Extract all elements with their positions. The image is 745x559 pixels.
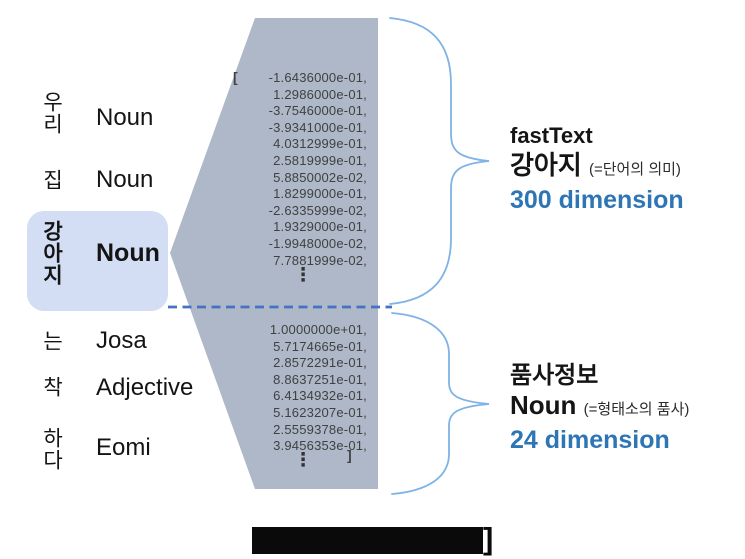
fasttext-dimension: 300 dimension: [510, 186, 684, 214]
vector-close-bracket: ]: [347, 447, 352, 463]
highlight-box: [27, 211, 168, 311]
pos-word-text: Noun: [510, 390, 577, 420]
vector-value: 2.5559378e-01,: [273, 421, 367, 437]
vector-value: 5.8850002e-02,: [273, 169, 367, 185]
vector-value: -3.7546000e-01,: [268, 103, 367, 119]
fasttext-word: 강아지 (=단어의 의미): [510, 149, 684, 186]
pos-vector-values: 1.0000000e+01,5.7174665e-01,2.8572291e-0…: [230, 322, 367, 455]
pos-brace: [391, 312, 490, 495]
korean-word: 우리: [40, 91, 63, 135]
korean-word-highlighted: 강아지: [40, 220, 63, 286]
vector-value: 3.9456353e-01,: [273, 438, 367, 454]
funnel-shape: [170, 18, 378, 489]
vector-open-bracket: [: [233, 69, 238, 85]
fasttext-title: fastText: [510, 123, 593, 148]
vector-value: 8.8637251e-01,: [273, 371, 367, 387]
fasttext-label: fastText 강아지 (=단어의 의미) 300 dimension: [510, 122, 684, 215]
vector-value: 1.8299000e-01,: [273, 186, 367, 202]
pos-word: Noun (=형태소의 품사): [510, 389, 689, 426]
vector-value: -1.6436000e-01,: [268, 70, 367, 85]
korean-word: 착: [40, 376, 63, 398]
vector-value: 1.9329000e-01,: [273, 219, 367, 235]
vector-value: 2.5819999e-01,: [273, 152, 367, 168]
redacted-caption-box: [252, 527, 483, 554]
fasttext-brace: [389, 17, 490, 305]
korean-word: 는: [40, 330, 63, 352]
ellipsis-bottom: ⋮: [293, 449, 313, 471]
fasttext-note: (=단어의 의미): [589, 161, 681, 178]
vector-value: 4.0312999e-01,: [273, 136, 367, 152]
pos-tag: Josa: [96, 327, 147, 354]
vector-value: -2.6335999e-02,: [268, 202, 367, 218]
vector-value: 7.7881999e-02,: [273, 252, 367, 268]
vector-value: 5.7174665e-01,: [273, 338, 367, 354]
vector-value: -3.9341000e-01,: [268, 119, 367, 135]
pos-tag: Noun: [96, 166, 154, 193]
vector-value: 1.0000000e+01,: [269, 322, 367, 337]
pos-tag: Eomi: [96, 434, 151, 461]
pos-tag: Adjective: [96, 374, 194, 401]
vector-value: 2.8572291e-01,: [273, 355, 367, 371]
pos-label: 품사정보 Noun (=형태소의 품사) 24 dimension: [510, 362, 689, 455]
korean-word: 집: [40, 169, 63, 191]
pos-dimension: 24 dimension: [510, 426, 670, 454]
korean-word: 하다: [40, 427, 63, 471]
pos-tag-highlighted: Noun: [96, 239, 160, 267]
pos-note: (=형태소의 품사): [583, 401, 690, 418]
vector-value: 6.4134932e-01,: [273, 388, 367, 404]
pos-title: 품사정보: [510, 362, 599, 389]
ellipsis-top: ⋮: [293, 264, 313, 286]
caption-close-bracket: ]: [483, 521, 494, 556]
vector-value: 5.1623207e-01,: [273, 404, 367, 420]
fasttext-vector-values: -1.6436000e-01,1.2986000e-01,-3.7546000e…: [230, 70, 367, 269]
vector-value: 1.2986000e-01,: [273, 86, 367, 102]
fasttext-word-text: 강아지: [510, 150, 582, 180]
pos-tag: Noun: [96, 104, 154, 131]
vector-value: -1.9948000e-02,: [268, 235, 367, 251]
